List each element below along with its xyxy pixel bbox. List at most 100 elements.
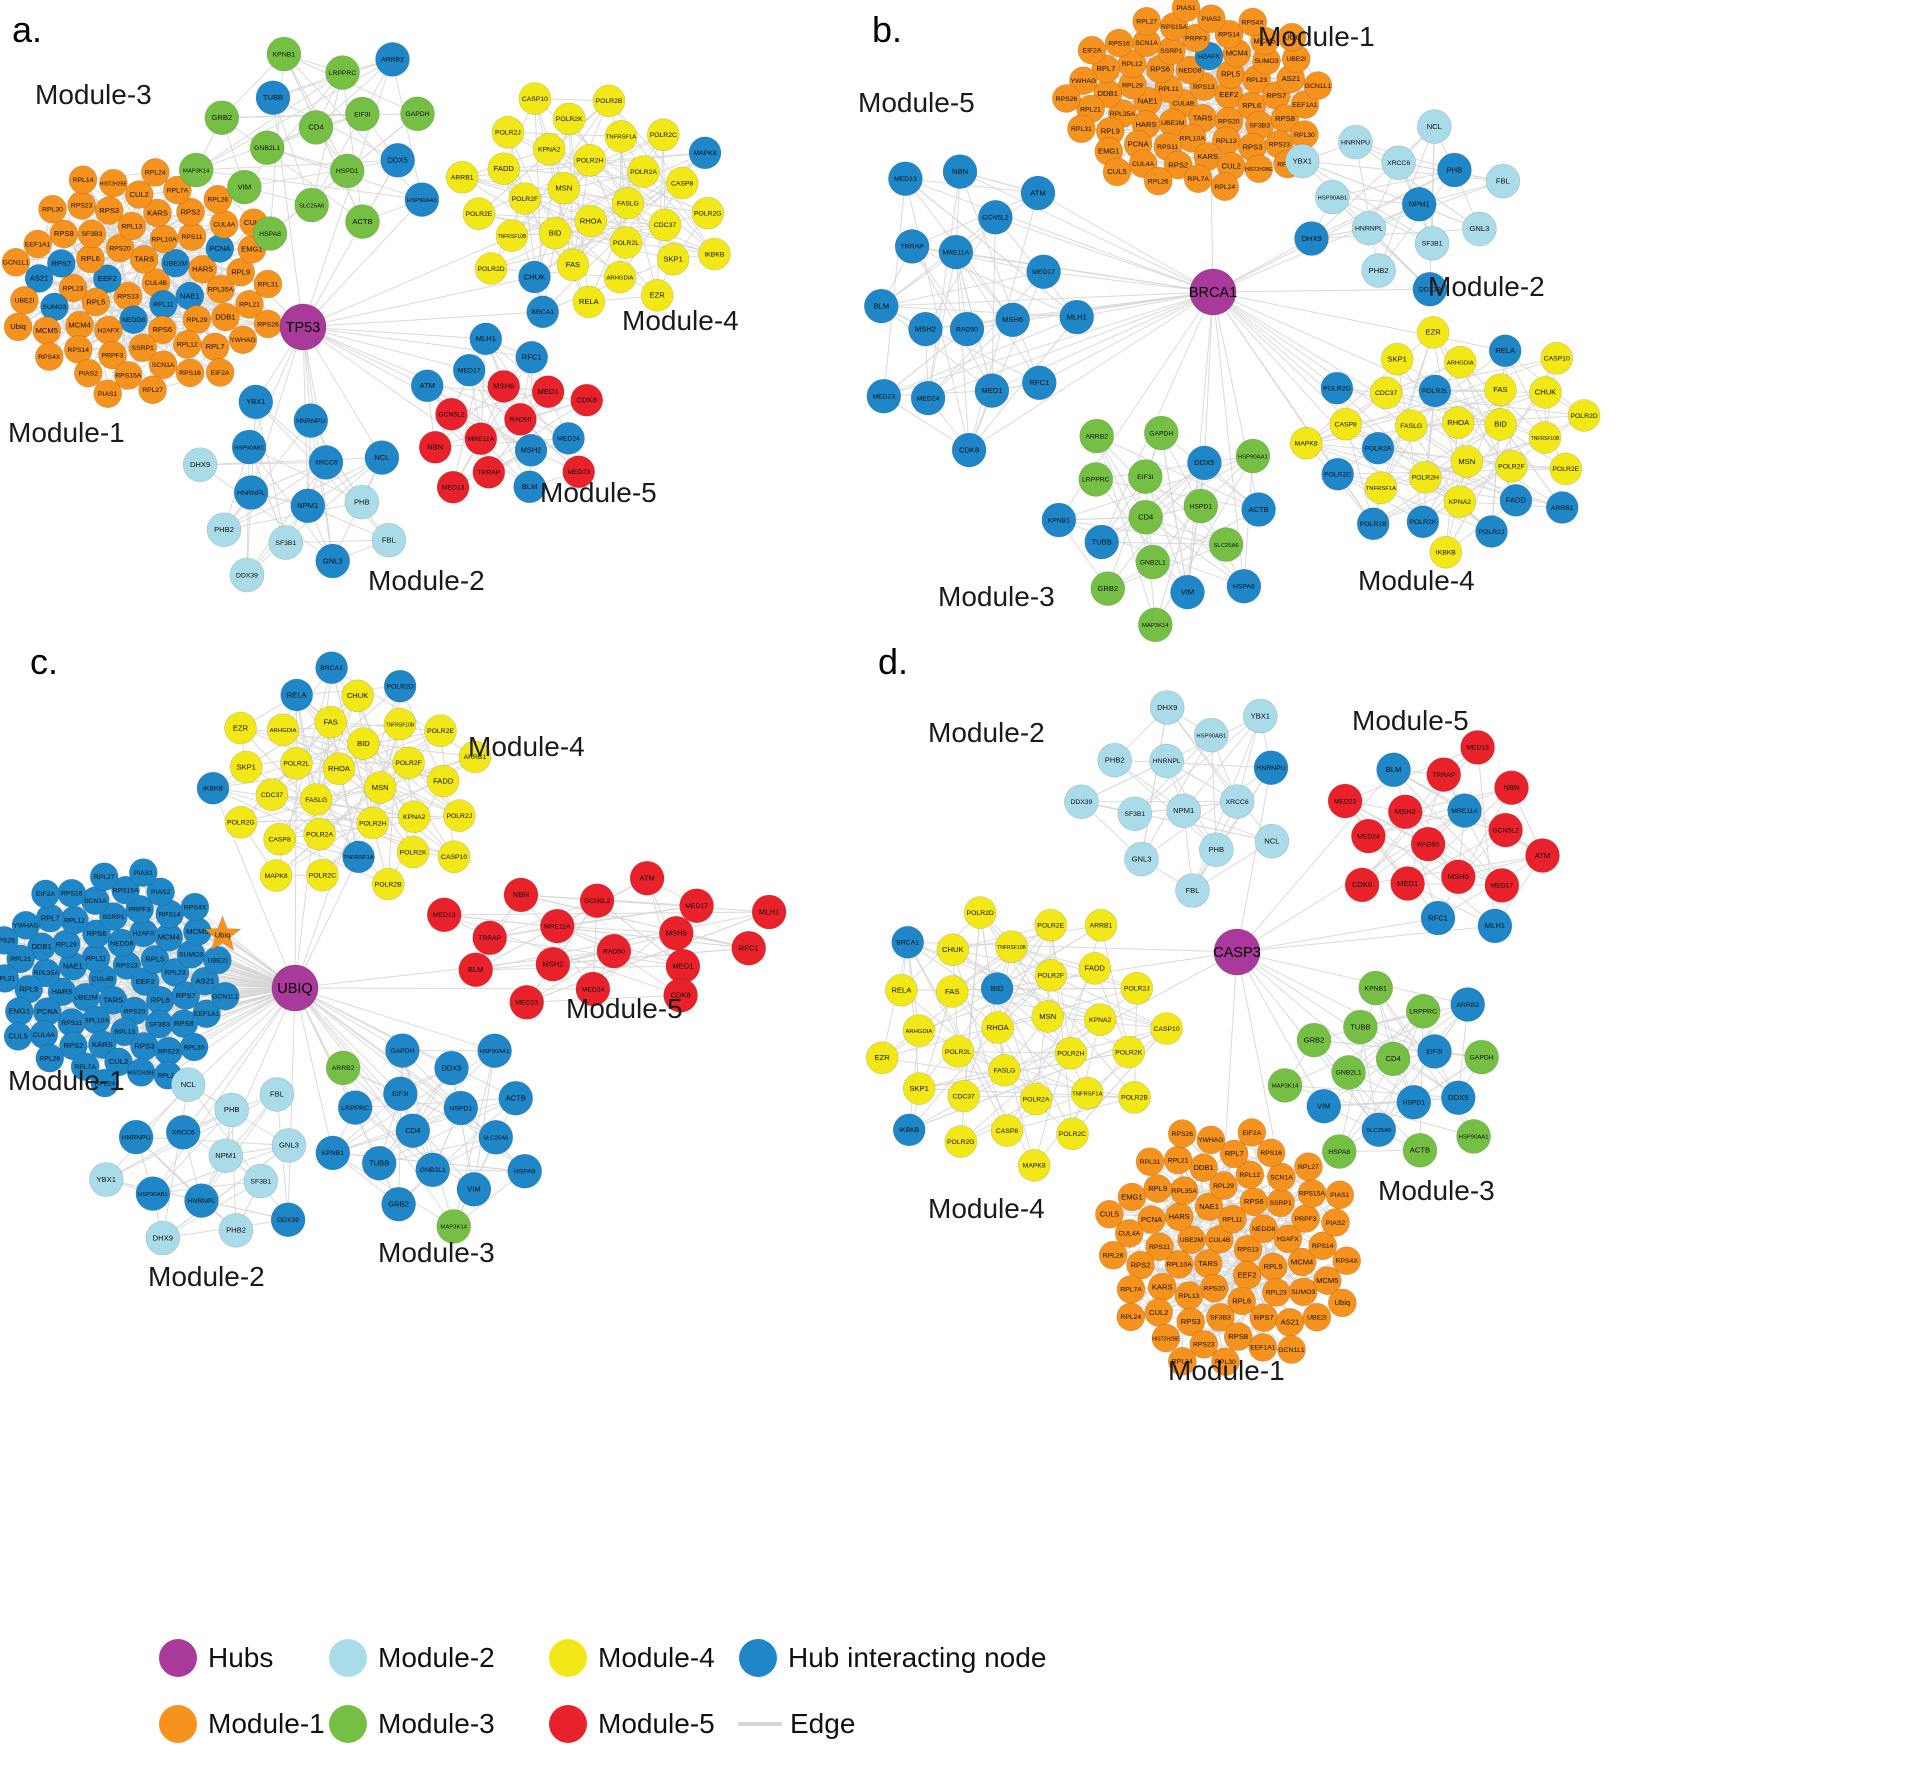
gene-node-med24[interactable]: MED24 (552, 422, 585, 455)
gene-node-rpl14[interactable]: RPL14 (68, 165, 98, 195)
gene-node-mcm4[interactable]: MCM4 (1287, 1247, 1317, 1277)
gene-node-rpl12[interactable]: RPL12 (173, 330, 202, 359)
gene-node-actb[interactable]: ACTB (1241, 492, 1276, 527)
gene-node-rps6[interactable]: RPS6 (148, 315, 177, 345)
gene-node-vim[interactable]: VIM (1170, 574, 1205, 610)
gene-node-msh6[interactable]: MSH6 (995, 302, 1030, 338)
gene-node-polr2f[interactable]: POLR2F (508, 182, 542, 215)
gene-node-polr2l[interactable]: POLR2L (609, 226, 643, 259)
gene-node-sf3b3[interactable]: SF3B3 (77, 219, 107, 249)
gene-node-tubb[interactable]: TUBB (1343, 1009, 1378, 1045)
gene-node-med24[interactable]: MED24 (1351, 818, 1386, 854)
gene-node-rpl27[interactable]: RPL27 (1294, 1152, 1323, 1181)
gene-node-med23[interactable]: MED23 (866, 378, 902, 414)
gene-node-dhx9[interactable]: DHX9 (145, 1220, 181, 1256)
gene-node-gnb2l1[interactable]: GNB2L1 (415, 1152, 451, 1188)
gene-node-polr2k[interactable]: POLR2K (552, 102, 586, 136)
gene-node-rhoa[interactable]: RHOA (322, 752, 356, 786)
gene-node-eif3i[interactable]: EIF3I (344, 96, 380, 132)
gene-node-polr2a[interactable]: POLR2A (627, 155, 660, 188)
gene-node-msh6[interactable]: MSH6 (487, 370, 521, 403)
gene-node-eif3i[interactable]: EIF3I (1417, 1034, 1452, 1069)
gene-node-tnfrsf10b[interactable]: TNFRSF10B (495, 219, 529, 252)
gene-node-rps23[interactable]: RPS23 (1189, 1330, 1219, 1359)
gene-node-rps2[interactable]: RPS2 (1163, 150, 1193, 180)
gene-node-nbn[interactable]: NBN (942, 154, 978, 189)
gene-node-hsp90aa1[interactable]: HSP90AA1 (404, 182, 440, 217)
gene-node-fas[interactable]: FAS (935, 975, 969, 1008)
gene-node-scn1a[interactable]: SCN1A (148, 350, 178, 380)
gene-node-rps4x[interactable]: RPS4X (1332, 1246, 1361, 1275)
gene-node-rpl12[interactable]: RPL12 (1235, 1160, 1265, 1189)
gene-node-polr2g[interactable]: POLR2G (944, 1125, 978, 1158)
gene-node-ywhag[interactable]: YWHAG (1196, 1125, 1226, 1155)
gene-node-actb[interactable]: ACTB (345, 204, 380, 239)
gene-node-mcm5[interactable]: MCM5 (1313, 1266, 1342, 1295)
gene-node-eif2a[interactable]: EIF2A (31, 879, 60, 909)
gene-node-fas[interactable]: FAS (314, 705, 348, 739)
gene-node-rpl30[interactable]: RPL30 (179, 1032, 209, 1062)
gene-node-mre11a[interactable]: MRE11A (539, 908, 575, 944)
gene-node-rpl13[interactable]: RPL13 (110, 1017, 139, 1047)
gene-node-blm[interactable]: BLM (1376, 752, 1411, 788)
gene-node-gnl3[interactable]: GNL3 (1462, 211, 1497, 247)
gene-node-rps2[interactable]: RPS2 (176, 197, 205, 227)
gene-node-trrap[interactable]: TRRAP (472, 920, 508, 956)
gene-node-sf3b1[interactable]: SF3B1 (1117, 796, 1153, 832)
gene-node-ddb1[interactable]: DDB1 (1189, 1153, 1218, 1182)
gene-node-med13[interactable]: MED13 (426, 897, 462, 933)
gene-node-polr2e[interactable]: POLR2E (424, 714, 457, 748)
gene-node-hnrnpl[interactable]: HNRNPL (1149, 743, 1184, 779)
gene-node-rps14[interactable]: RPS14 (1308, 1231, 1337, 1261)
gene-node-arrb1[interactable]: ARRB1 (1545, 491, 1579, 524)
gene-node-arrb2[interactable]: ARRB2 (1450, 987, 1485, 1022)
gene-node-rps26[interactable]: RPS26 (0, 926, 19, 955)
gene-node-eif2a[interactable]: EIF2A (1077, 35, 1107, 65)
gene-node-casp8[interactable]: CASP8 (263, 822, 296, 856)
gene-node-msn[interactable]: MSN (1031, 1000, 1064, 1033)
gene-node-rpl35a[interactable]: RPL35A (1169, 1176, 1199, 1205)
gene-node-hspa8[interactable]: HSPA8 (507, 1153, 543, 1189)
gene-node-polr2c[interactable]: POLR2C (1056, 1117, 1089, 1151)
gene-node-hspa8[interactable]: HSPA8 (1226, 568, 1262, 604)
gene-node-pias1[interactable]: PIAS1 (1325, 1180, 1355, 1210)
gene-node-med17[interactable]: MED17 (452, 353, 486, 387)
gene-node-hist2h2be[interactable]: HIST2H2BE (99, 168, 128, 198)
gene-node-ezr[interactable]: EZR (1416, 316, 1450, 349)
gene-node-xrcc6[interactable]: XRCC6 (1219, 784, 1255, 819)
gene-node-rad50[interactable]: RAD50 (596, 933, 632, 969)
gene-node-rps20[interactable]: RPS20 (120, 996, 149, 1026)
gene-node-msh2[interactable]: MSH2 (1388, 794, 1423, 830)
gene-node-ddx5[interactable]: DDX5 (1187, 445, 1222, 481)
gene-node-tnfrsf10b[interactable]: TNFRSF10B (995, 930, 1028, 964)
gene-node-rpl13[interactable]: RPL13 (117, 211, 147, 241)
gene-node-hsp90ab1[interactable]: HSP90AB1 (1315, 179, 1350, 215)
gene-node-slc25a6[interactable]: SLC25A6 (1208, 527, 1244, 562)
gene-node-rpl11[interactable]: RPL11 (1218, 1204, 1247, 1234)
gene-node-kpna2[interactable]: KPNA2 (1083, 1003, 1117, 1037)
gene-node-ssrp1[interactable]: SSRP1 (99, 902, 128, 931)
gene-node-tnfrsf10b[interactable]: TNFRSF10B (1528, 421, 1562, 454)
gene-node-med17[interactable]: MED17 (679, 888, 714, 924)
gene-node-hnrnpu[interactable]: HNRNPU (118, 1119, 154, 1155)
gene-node-rpl5[interactable]: RPL5 (1258, 1252, 1288, 1282)
gene-node-rps26[interactable]: RPS26 (1168, 1119, 1197, 1148)
gene-node-rpl23[interactable]: RPL23 (160, 958, 190, 987)
gene-node-arrb1[interactable]: ARRB1 (458, 740, 492, 774)
gene-node-rpl7[interactable]: RPL7 (35, 903, 65, 933)
hub-node-ubiq[interactable]: UBIQ (271, 964, 319, 1012)
gene-node-ubiq[interactable]: Ubiq (1277, 22, 1307, 52)
gene-node-rpl30[interactable]: RPL30 (1211, 1347, 1240, 1376)
gene-node-rpl23[interactable]: RPL23 (58, 273, 88, 303)
gene-node-polr2g[interactable]: POLR2G (224, 805, 258, 839)
gene-node-eef2[interactable]: EEF2 (1232, 1261, 1262, 1290)
gene-node-rad50[interactable]: RAD50 (1410, 826, 1446, 862)
gene-node-tubb[interactable]: TUBB (1084, 524, 1119, 560)
gene-node-rpl12[interactable]: RPL12 (60, 905, 89, 935)
gene-node-h2afx[interactable]: H2AFX (1273, 1224, 1303, 1254)
gene-node-casp8[interactable]: CASP8 (1329, 407, 1362, 441)
gene-node-rfc1[interactable]: RFC1 (515, 340, 549, 374)
gene-node-rpl24[interactable]: RPL24 (141, 158, 170, 187)
gene-node-rps7[interactable]: RPS7 (46, 249, 76, 278)
gene-node-ywhag[interactable]: YWHAG (11, 910, 41, 940)
